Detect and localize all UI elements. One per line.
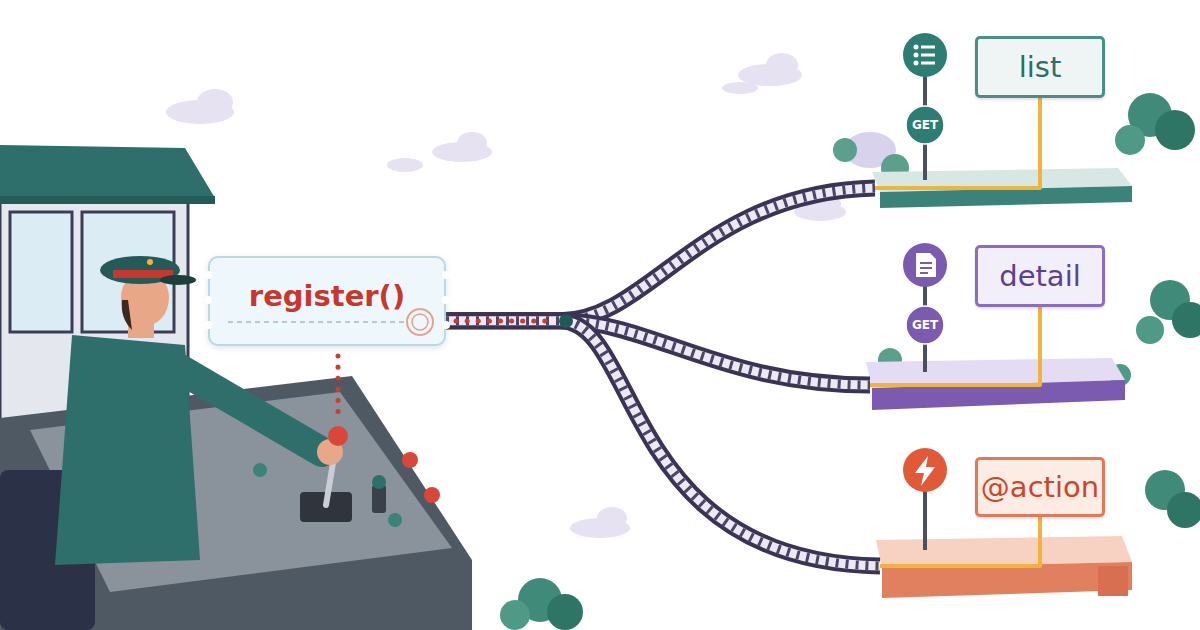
- route-sign: @action: [975, 457, 1105, 517]
- route-sign: list: [975, 36, 1105, 98]
- rail-ties: [446, 321, 880, 566]
- rail-ties: [446, 321, 870, 385]
- platforms: [866, 168, 1132, 598]
- ticket-box: register(): [208, 256, 446, 346]
- rail-outer: [446, 188, 875, 321]
- node-label: register(): [249, 279, 405, 313]
- lever-dots: [336, 356, 341, 412]
- platform-post: [875, 98, 1040, 188]
- badge-fill: [906, 306, 944, 344]
- method-badge: GET: [905, 305, 945, 345]
- signal-icons: [903, 33, 947, 492]
- node-label: detail: [999, 259, 1081, 293]
- method-badge: GET: [905, 105, 945, 145]
- platform-post: [880, 517, 1040, 566]
- node-label: GET: [912, 118, 938, 132]
- rail-outer: [446, 321, 870, 385]
- rail-gap: [446, 188, 875, 321]
- rail-gap: [446, 321, 880, 566]
- rail-track: [446, 321, 1040, 566]
- junction: [559, 314, 573, 328]
- rail-gap: [446, 321, 870, 385]
- rail-outer: [446, 321, 880, 566]
- signal-dots: [456, 319, 552, 324]
- route-sign: detail: [975, 245, 1105, 307]
- track-line: [446, 98, 1040, 321]
- badge-fill: [906, 106, 944, 144]
- node-label: @action: [981, 470, 1099, 504]
- node-label: GET: [912, 318, 938, 332]
- rail-track: [446, 98, 1040, 321]
- platform-post: [870, 307, 1040, 385]
- lever-knob: [328, 426, 348, 446]
- node-label: list: [1019, 50, 1062, 84]
- track-line: [446, 321, 1040, 566]
- rail-ties: [446, 188, 875, 321]
